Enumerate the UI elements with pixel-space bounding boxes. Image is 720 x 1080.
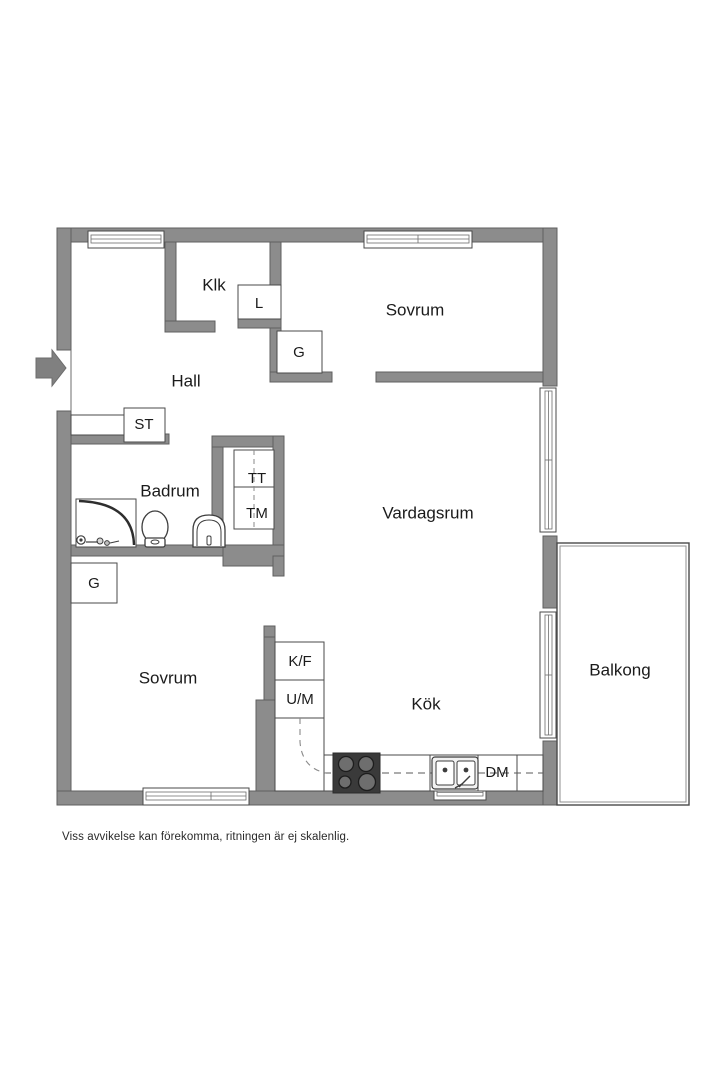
wall-kok-top: [263, 625, 276, 638]
room-label-badrum: Badrum: [140, 481, 200, 500]
wall-exterior-right-upper: [542, 227, 558, 387]
wall-klk-bottom-left: [164, 320, 216, 333]
appliance-label-KF: K/F: [288, 653, 311, 670]
box-kok-lower-cabinet: [274, 717, 325, 792]
balcony-outline: [556, 542, 690, 806]
appliance-label-G-hall: G: [293, 344, 305, 361]
toilet: [141, 510, 169, 548]
entrance-arrow: [35, 348, 67, 388]
wall-sovrum-vardagsrum: [375, 371, 544, 383]
box-ST: [123, 407, 166, 443]
stove-hob: [332, 752, 381, 794]
window-sovrum-bottom: [142, 787, 250, 806]
room-label-klk: Klk: [202, 275, 226, 294]
box-ST-counter: [70, 414, 125, 436]
window-vardagsrum-right-upper: [539, 387, 557, 533]
box-G-hall: [276, 330, 323, 374]
appliance-label-DM: DM: [485, 764, 508, 781]
wall-kok-left-lower: [255, 699, 276, 792]
wall-klk-left: [164, 241, 177, 333]
window-sovrum-top: [363, 230, 473, 249]
wall-exterior-right-mid: [542, 535, 558, 609]
room-label-sovrum-upper: Sovrum: [386, 300, 445, 319]
kitchen-sink: [431, 756, 479, 790]
box-UM: [274, 679, 325, 719]
appliance-label-ST: ST: [134, 416, 153, 433]
room-label-sovrum-lower: Sovrum: [139, 668, 198, 687]
box-L: [237, 284, 282, 320]
room-labels: Hall Klk Sovrum Badrum Vardagsrum Sovrum…: [139, 275, 651, 713]
wall-exterior-right-lower: [542, 740, 558, 806]
appliance-label-G-bedroom: G: [88, 575, 100, 592]
washbasin: [192, 514, 226, 548]
appliance-labels: L G ST TT TM G K/F U/M DM: [88, 295, 509, 781]
appliance-label-TT: TT: [248, 470, 266, 487]
wall-exterior-left-upper: [56, 227, 72, 351]
shower-cabin: [75, 498, 137, 548]
appliance-label-L: L: [255, 295, 263, 312]
wall-exterior-left-lower: [56, 410, 72, 806]
disclaimer-caption: Viss avvikelse kan förekomma, ritningen …: [62, 831, 350, 843]
wall-badrum-nib: [272, 555, 285, 577]
appliance-label-TM: TM: [246, 505, 268, 522]
box-G-bedroom: [70, 562, 118, 604]
window-vardagsrum-right-lower: [539, 611, 557, 739]
window-hall-top: [87, 230, 165, 249]
room-label-balkong: Balkong: [589, 660, 650, 679]
wall-kok-left-upper: [263, 625, 276, 707]
room-label-kok: Kök: [411, 694, 441, 713]
appliance-label-UM: U/M: [286, 691, 314, 708]
room-label-vardagsrum: Vardagsrum: [382, 503, 473, 522]
box-KF: [274, 641, 325, 681]
appliance-boxes: [70, 284, 325, 792]
room-label-hall: Hall: [171, 371, 200, 390]
